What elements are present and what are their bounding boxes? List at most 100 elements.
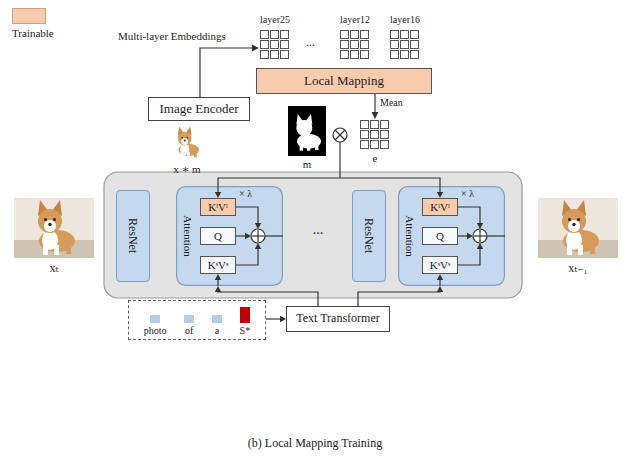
add-symbol: [257, 230, 258, 242]
prompt-box: photo of a S*: [128, 300, 266, 340]
wire: [458, 207, 480, 224]
attention-outline: [177, 187, 283, 286]
token: photo: [144, 315, 167, 336]
attention-block: Attention KˡVˡQ KˢVˢ × λ: [398, 186, 505, 286]
embedding-grid: [340, 30, 370, 60]
wire: [458, 248, 480, 265]
arrow-head: [252, 45, 259, 52]
resnet-block: ResNet: [352, 190, 386, 282]
add-symbol: [251, 229, 265, 243]
arrow-head: [215, 274, 221, 280]
kv-box: KˡVˡ: [422, 198, 458, 216]
box-label: Image Encoder: [159, 102, 238, 116]
connector-line: [358, 291, 440, 306]
attention-block: AttentionKˡVˡQKˢVˢ× λ: [176, 186, 283, 286]
arrow-head: [372, 112, 379, 119]
block-label: Attention: [182, 215, 194, 257]
figure-caption: (b) Local Mapping Training: [248, 436, 382, 451]
layer-label: layer25: [260, 14, 290, 26]
token-text: S*: [240, 325, 251, 336]
token: S*: [240, 307, 251, 336]
token: a: [212, 315, 222, 336]
mask-label: m: [303, 158, 312, 171]
embedding-grid: [360, 120, 390, 150]
wire: [439, 279, 440, 286]
embedding-label: Multi-layer Embeddings: [118, 30, 226, 43]
layer-label: layer16: [390, 14, 420, 26]
arrow-head: [467, 233, 473, 239]
mapping-box: Local Mapping: [256, 68, 432, 94]
arrow-head: [477, 223, 483, 229]
add-symbol: [479, 230, 480, 242]
wire: [487, 235, 505, 236]
token-text: of: [185, 325, 193, 336]
noisy-image: [14, 198, 94, 258]
layer-label: layer12: [340, 14, 370, 26]
query-box: Q: [422, 227, 458, 245]
box-label: Local Mapping: [304, 74, 384, 88]
kv-box: KˢVˢ: [422, 256, 458, 274]
embedding-label: e: [373, 152, 378, 165]
wire: [217, 279, 218, 286]
box-label: Q: [436, 230, 444, 242]
add-symbol: [473, 229, 487, 243]
kv-box: KˢVˢ: [200, 256, 236, 274]
resnet-block: ResNet: [116, 190, 150, 282]
arrow-head: [437, 286, 443, 292]
mask-image: [288, 106, 326, 156]
embedding-wire: [200, 48, 253, 97]
attention-outline: [399, 187, 505, 286]
token-bar: [212, 315, 222, 323]
token-bar: [184, 315, 194, 323]
image-label: xₜ₋₁: [568, 262, 587, 276]
encoder-box: Image Encoder: [148, 97, 250, 121]
transformer-box: Text Transformer: [286, 306, 390, 332]
connector-line: [266, 318, 281, 319]
arrow-head: [215, 286, 221, 292]
operation-label: Mean: [380, 97, 403, 109]
legend-text: Trainable: [12, 27, 54, 39]
wire: [236, 235, 246, 236]
block-label: ResNet: [362, 218, 375, 253]
wire: [439, 186, 440, 193]
scale-label: × λ: [461, 188, 474, 200]
masked-dog-image: [178, 127, 199, 158]
mean-wire: [374, 94, 375, 113]
legend-swatch: [12, 8, 46, 24]
arrow-head: [437, 274, 443, 280]
arrow-head: [477, 243, 483, 249]
arrow-head: [255, 223, 261, 229]
token-text: a: [215, 325, 219, 336]
wire: [458, 235, 468, 236]
connector: [266, 316, 286, 322]
box-label: Text Transformer: [296, 312, 379, 325]
mask-silhouette: [296, 114, 321, 151]
arrow-head: [255, 243, 261, 249]
unet-housing: [104, 172, 522, 298]
multiply-symbol: [333, 128, 347, 142]
block-label: Attention: [404, 215, 416, 257]
wire: [217, 186, 218, 193]
denoised-image: [538, 198, 618, 258]
token-bar: [240, 307, 250, 323]
token-bar: [150, 315, 160, 323]
ellipsis: ...: [306, 36, 315, 50]
kv-box: KˡVˡ: [200, 198, 236, 216]
ellipsis: ...: [313, 222, 324, 238]
token-text: photo: [144, 325, 167, 336]
arrow-head: [245, 233, 251, 239]
box-label: KˢVˢ: [208, 259, 229, 271]
box-label: Q: [214, 230, 222, 242]
box-label: KˡVˡ: [208, 201, 228, 213]
box-label: KˢVˢ: [430, 259, 451, 271]
wire: [236, 207, 258, 224]
token: of: [184, 315, 194, 336]
query-box: Q: [200, 227, 236, 245]
wire: [236, 248, 258, 265]
embedding-grid: [390, 30, 420, 60]
image-label: xₜ: [50, 262, 59, 276]
embedding-grid: [260, 30, 290, 60]
box-label: KˡVˡ: [430, 201, 450, 213]
input-label: x ∗ m: [173, 163, 200, 176]
